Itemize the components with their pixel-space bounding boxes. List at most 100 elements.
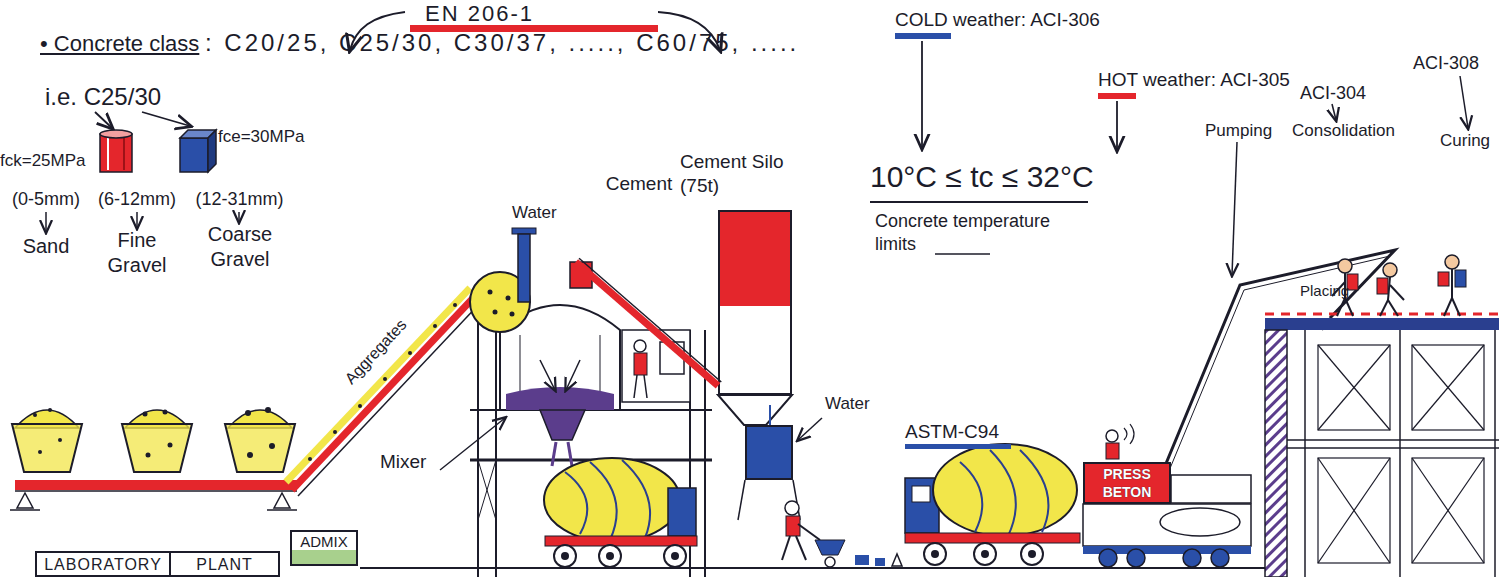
step-label: Placing: [1300, 282, 1349, 301]
part-label: Water: [512, 202, 557, 223]
building: [1318, 458, 1390, 563]
mixer-label: Mixer: [380, 450, 426, 474]
batching-plant: [540, 360, 555, 390]
delivery-truck: [981, 550, 989, 558]
worker-with-wheelbarrow: [825, 557, 835, 567]
roof-workers: [1345, 298, 1353, 316]
delivery-truck: [960, 462, 982, 532]
box-label: PLANT: [171, 555, 278, 575]
delivery-truck: [905, 444, 1011, 449]
aggregate-bins: [245, 410, 251, 416]
delivery-truck: [905, 444, 1080, 565]
aggregate-bin: (12-31mm)Coarse Gravel: [182, 188, 297, 478]
note-label: Concrete temperature limits: [875, 210, 1090, 255]
standard-label: ASTM-C94: [905, 420, 999, 444]
belt-conveyor: [267, 509, 297, 511]
batching-plant: [552, 442, 556, 466]
test-specimens: [100, 134, 132, 172]
worker-with-wheelbarrow: [782, 501, 902, 567]
belt-conveyor: [15, 480, 297, 490]
example-label: i.e. C25/30: [45, 82, 161, 112]
aggregate-bins: [168, 443, 173, 448]
pump-truck: [1124, 428, 1127, 440]
silo-label: Cement Silo (75t): [680, 150, 790, 198]
batching-plant: [488, 290, 493, 295]
delivery-truck: [1028, 550, 1036, 558]
ground-line: [360, 567, 1265, 569]
belt-conveyor: [383, 377, 387, 381]
aggregate-bins: [163, 410, 168, 415]
belt-conveyor: [453, 303, 457, 307]
building: [1318, 458, 1390, 563]
belt-conveyor: [298, 301, 482, 496]
water-tank: Water: [745, 425, 793, 480]
mixer-truck: [561, 552, 569, 560]
batching-plant: [478, 460, 496, 520]
size-arrows: [238, 212, 240, 222]
pump-truck: [1099, 549, 1117, 567]
building: [1399, 330, 1401, 577]
aggregate-name: Coarse Gravel: [200, 222, 280, 272]
pump-truck: [1171, 475, 1251, 503]
building: [1304, 330, 1306, 577]
worker-with-wheelbarrow: [855, 555, 869, 565]
roof-workers: [1380, 300, 1388, 316]
aggregate-bins: [33, 413, 37, 417]
test-specimens: [123, 138, 125, 170]
belt-conveyor: [15, 490, 297, 492]
strength-label: fck=25MPa: [0, 150, 86, 171]
annotation-marks: [870, 201, 1088, 203]
annotation-marks: [935, 253, 990, 255]
pump-truck: [1106, 443, 1119, 459]
class-list: : C20/25, C25/30, C30/37, ....., C60/75,…: [205, 28, 799, 58]
belt-conveyor: [10, 288, 482, 510]
aggregate-bin: (0-5mm)Sand: [0, 188, 92, 478]
building: [1318, 458, 1390, 563]
worker-with-wheelbarrow: [796, 536, 806, 560]
belt-conveyor: [433, 324, 437, 328]
delivery-truck: [974, 543, 996, 565]
annotation-marks: [1332, 104, 1336, 120]
standard-label: ACI-308: [1413, 52, 1479, 75]
delivery-truck: [912, 486, 930, 502]
delivery-truck: [905, 533, 1080, 543]
annotation-marks: [921, 41, 923, 148]
belt-conveyor: [308, 457, 312, 461]
batching-plant: [566, 360, 580, 390]
pump-truck-sign: PRESS BETON: [1083, 462, 1171, 504]
aggregate-name: Sand: [0, 234, 92, 259]
batching-plant: [506, 387, 614, 410]
delivery-truck: [1020, 450, 1048, 532]
building: [1412, 458, 1484, 563]
pump-truck: [1106, 430, 1118, 442]
batching-plant: [493, 310, 498, 315]
pump-truck: [1083, 250, 1395, 567]
batching-plant: [540, 410, 585, 440]
batching-plant: [634, 353, 647, 375]
roof-workers: [1383, 263, 1397, 277]
test-specimens: [107, 138, 109, 170]
pump-truck: [1083, 504, 1251, 546]
temperature-range: 10°C ≤ tc ≤ 32°C: [870, 158, 1094, 196]
delivery-truck: [931, 550, 939, 558]
belt-conveyor: [10, 509, 40, 511]
batching-plant: [518, 234, 530, 302]
size-arrows: [136, 212, 138, 228]
mixer-plant: Mixer: [470, 262, 705, 460]
site-box: LABORATORY: [35, 551, 171, 577]
step-label: Consolidation: [1292, 120, 1395, 141]
worker-with-wheelbarrow: [786, 516, 800, 536]
strength-label: fce=30MPa: [218, 126, 304, 147]
tank-label: Water: [825, 393, 870, 414]
mixer-truck: [565, 472, 587, 534]
building: [1265, 330, 1287, 577]
batching-plant: [634, 340, 646, 352]
annotation-marks: [870, 33, 1468, 275]
worker-with-wheelbarrow: [892, 554, 902, 566]
aggregate-bins: [146, 453, 151, 458]
aggregate-bins: [247, 452, 253, 458]
annotation-marks: [1460, 76, 1468, 128]
mixer-truck: [599, 545, 621, 567]
worker-with-wheelbarrow: [798, 524, 820, 540]
